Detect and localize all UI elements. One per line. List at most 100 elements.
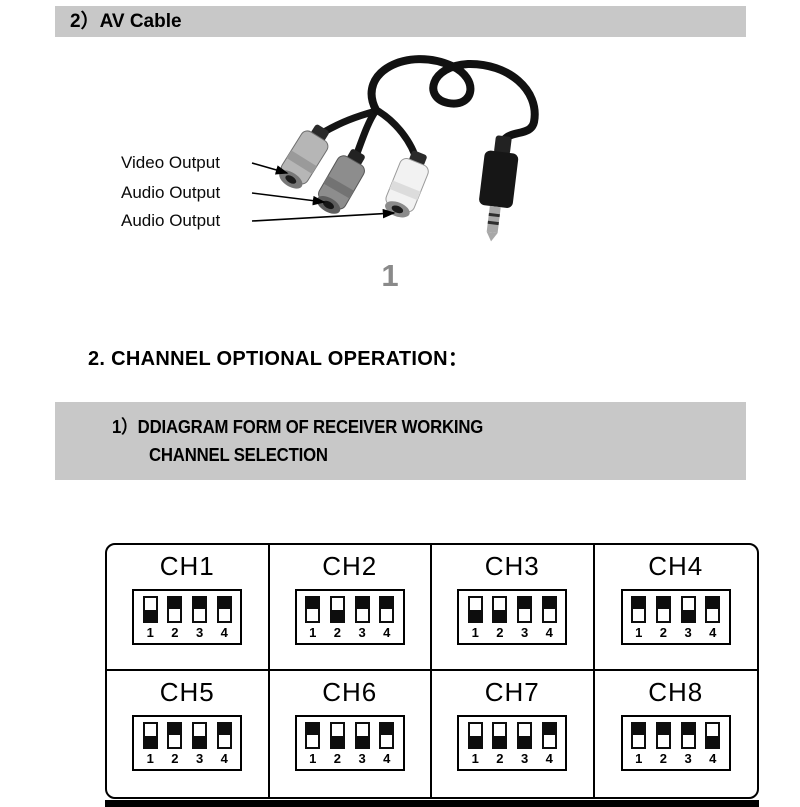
dip-switch-2-down xyxy=(655,722,671,749)
dip-switch-knob xyxy=(169,735,181,747)
dip-switch-knob xyxy=(519,724,531,736)
rca-connector-video xyxy=(279,124,329,189)
subheader-line1: 1）DDIAGRAM FORM OF RECEIVER WORKING xyxy=(112,417,484,437)
dip-switch-1-down xyxy=(305,722,321,749)
dip-switch-knob xyxy=(657,609,669,621)
dip-switch-number: 3 xyxy=(358,625,366,640)
dip-switch-number: 1 xyxy=(146,751,154,766)
dip-switch-1-up xyxy=(142,596,158,623)
dip-switch-1-down xyxy=(631,722,647,749)
dip-switch-column-3: 3 xyxy=(354,596,370,641)
channel-label: CH1 xyxy=(159,551,215,581)
dip-switch-knob xyxy=(519,609,531,621)
channel-label: CH7 xyxy=(484,677,540,707)
channel-label: CH4 xyxy=(648,551,704,581)
dip-switch-3-down xyxy=(354,596,370,623)
dip-switch-knob xyxy=(307,609,319,621)
dip-switch-column-4: 4 xyxy=(216,596,232,641)
dip-switch-number: 4 xyxy=(545,751,553,766)
dip-switch-knob xyxy=(356,724,368,736)
dip-switch-number: 2 xyxy=(659,751,668,766)
dip-switch-column-1: 1 xyxy=(631,722,647,767)
cable-label-video-output: Video Output xyxy=(121,153,220,172)
dip-switch-knob xyxy=(682,598,694,610)
mini-jack-plug xyxy=(479,135,519,242)
dip-switch-knob xyxy=(144,598,156,610)
dip-switch-number: 1 xyxy=(309,625,317,640)
dip-switch-3-up xyxy=(192,722,208,749)
dip-switch-column-1: 1 xyxy=(305,596,321,641)
dip-switch-2-up xyxy=(329,596,345,623)
dip-switch-knob xyxy=(543,735,555,747)
dip-switch-3-up xyxy=(517,722,533,749)
av-cable-section-header: 2）AV Cable xyxy=(55,6,746,37)
figure-number: 1 xyxy=(381,258,399,293)
dip-switch-knob xyxy=(331,598,343,610)
av-cable-header-label: 2）AV Cable xyxy=(70,11,182,32)
dip-switch-knob xyxy=(469,724,481,736)
dip-switch-knob xyxy=(381,609,393,621)
dip-switch-2-down xyxy=(655,596,671,623)
channel-label: CH6 xyxy=(322,677,378,707)
label-pointer-arrows xyxy=(251,162,396,222)
dip-switch-column-3: 3 xyxy=(517,596,533,641)
diagram-form-subheader: 1）DDIAGRAM FORM OF RECEIVER WORKING CHAN… xyxy=(55,402,746,480)
dip-switch-1-up xyxy=(142,722,158,749)
dip-switch-column-4: 4 xyxy=(705,596,721,641)
dip-switch-column-3: 3 xyxy=(680,596,696,641)
dip-switch-1-down xyxy=(305,596,321,623)
dip-switch-number: 1 xyxy=(635,625,643,640)
channel-label: CH3 xyxy=(484,551,540,581)
dip-switch-knob xyxy=(657,735,669,747)
dip-switch-2-down xyxy=(167,722,183,749)
dip-switch-4-down xyxy=(541,596,557,623)
dip-switch-4-down xyxy=(379,596,395,623)
dip-switch-number: 2 xyxy=(171,625,179,640)
dip-switch-3-down xyxy=(517,596,533,623)
dip-switch-2-up xyxy=(329,722,345,749)
dip-switch-column-1: 1 xyxy=(631,596,647,641)
dip-switch-column-4: 4 xyxy=(541,722,557,767)
dip-switch-column-2: 2 xyxy=(492,596,508,641)
dip-switch-number: 3 xyxy=(684,625,692,640)
cable-label-audio-output-2: Audio Output xyxy=(121,211,221,230)
dip-switch-column-1: 1 xyxy=(142,722,158,767)
dip-switch-knob xyxy=(356,609,368,621)
dip-switch-number: 3 xyxy=(520,625,529,640)
dip-switch-number: 4 xyxy=(709,625,717,640)
dip-switch-column-2: 2 xyxy=(329,722,345,767)
dip-switch-column-1: 1 xyxy=(467,596,483,641)
dip-switch-knob xyxy=(469,598,481,610)
dip-switch-3-down xyxy=(192,596,208,623)
dip-switch-2-up xyxy=(492,722,508,749)
dip-switch-knob xyxy=(194,724,206,736)
dip-switch-column-3: 3 xyxy=(354,722,370,767)
dip-switch-column-4: 4 xyxy=(216,722,232,767)
dip-switch-1-up xyxy=(467,722,483,749)
cable-label-audio-output-1: Audio Output xyxy=(121,183,221,202)
dip-switch-number: 2 xyxy=(496,625,504,640)
rca-connector-audio-right xyxy=(385,150,429,218)
dip-switch-2-up xyxy=(492,596,508,623)
channel-operation-heading: 2. CHANNEL OPTIONAL OPERATION： xyxy=(88,348,469,370)
dip-switch-knob xyxy=(494,598,506,610)
dip-switch-number: 3 xyxy=(358,751,366,766)
dip-switch-column-2: 2 xyxy=(655,722,671,767)
dip-switch-number: 3 xyxy=(195,625,204,640)
dip-switch-column-4: 4 xyxy=(705,722,721,767)
dip-switch-column-2: 2 xyxy=(655,596,671,641)
dip-switch-4-down xyxy=(216,596,232,623)
